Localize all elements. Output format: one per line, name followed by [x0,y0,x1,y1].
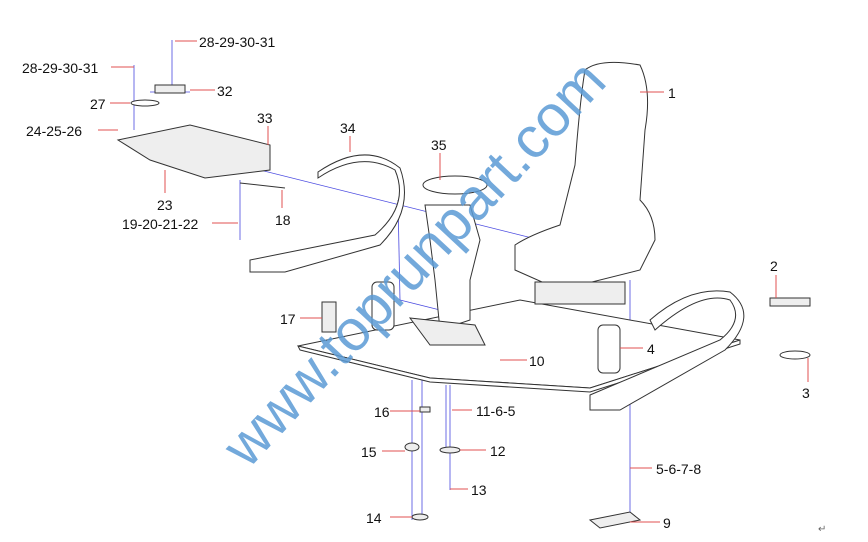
bracket-9 [588,511,642,529]
grommet-15 [404,442,420,452]
armrest-right [589,290,745,411]
label-10: 10 [529,353,545,369]
label-19-20-21-22: 19-20-21-22 [122,216,198,232]
plate-2 [769,297,811,307]
disc-3 [779,350,811,360]
operator-seat [514,61,656,291]
steering-wheel [422,175,488,195]
pedal-assembly [408,317,486,346]
label-5-6-7-8: 5-6-7-8 [656,461,701,477]
fire-extinguisher-right [597,324,621,374]
label-2: 2 [770,258,778,274]
label-15: 15 [361,444,377,460]
label-24-25-26: 24-25-26 [26,123,82,139]
clip-16 [419,406,431,413]
seat-suspension [534,281,626,305]
label-17: 17 [280,311,296,327]
leader-lines [98,40,809,523]
label-3: 3 [802,385,810,401]
label-12: 12 [490,443,506,459]
steering-column [424,204,481,331]
label-23: 23 [157,197,173,213]
label-14: 14 [366,510,382,526]
label-13: 13 [471,482,487,498]
washer-27 [130,99,160,107]
label-11-6-5: 11-6-5 [476,403,516,419]
label-4: 4 [647,341,655,357]
plate-12 [439,446,461,454]
label-18: 18 [275,212,291,228]
label-9: 9 [663,515,671,531]
bracket-17 [321,301,337,333]
armrest-left [249,154,405,273]
label-1: 1 [668,85,676,101]
label-33: 33 [257,110,273,126]
fire-extinguisher-left [371,281,395,331]
plate-32 [154,84,186,94]
label-28-29-30-31-left: 28-29-30-31 [22,60,98,76]
label-27: 27 [90,96,106,112]
control-box [116,124,271,179]
label-16: 16 [374,404,390,420]
rod-18 [239,182,286,189]
pad-14 [411,513,429,521]
label-28-29-30-31-top: 28-29-30-31 [199,34,275,50]
label-35: 35 [431,137,447,153]
return-mark: ↵ [818,524,826,535]
label-32: 32 [217,83,233,99]
label-34: 34 [340,120,356,136]
